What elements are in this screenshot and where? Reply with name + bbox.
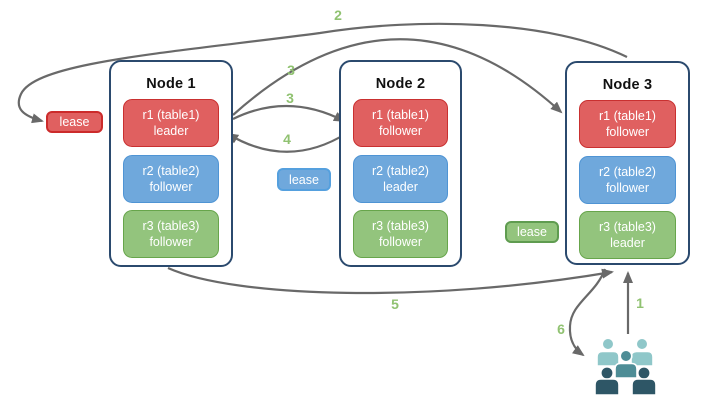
step-label-6: 6 xyxy=(557,321,565,337)
node-2-title: Node 2 xyxy=(375,76,426,92)
replica-role: follower xyxy=(605,181,650,195)
node-3-replica-r2: r2 (table2) follower xyxy=(579,156,676,204)
step-label-3a: 3 xyxy=(287,62,295,78)
replica-role: leader xyxy=(153,124,189,138)
step-label-1: 1 xyxy=(636,295,644,311)
replica-name: r3 (table3) xyxy=(142,218,200,233)
replica-name: r2 (table2) xyxy=(599,164,656,179)
step-label-4: 4 xyxy=(283,131,291,147)
node-3-replica-r3: r3 (table3) leader xyxy=(579,211,676,259)
replica-name: r1 (table1) xyxy=(599,108,656,123)
node-1-replica-r3: r3 (table3) follower xyxy=(123,210,219,258)
step-label-3b: 3 xyxy=(286,90,294,106)
replica-role: follower xyxy=(605,125,650,139)
node-2-replica-r3: r3 (table3) follower xyxy=(353,210,448,258)
arrow-step-6 xyxy=(568,268,607,357)
node-2-replica-r2: r2 (table2) leader xyxy=(353,155,448,203)
replica-role: follower xyxy=(378,124,423,138)
node-3-replica-r1: r1 (table1) follower xyxy=(579,100,676,148)
node-1: Node 1 r1 (table1) leader r2 (table2) fo… xyxy=(109,60,233,267)
node-1-title: Node 1 xyxy=(146,76,196,92)
replica-name: r1 (table1) xyxy=(372,107,429,122)
node-3: Node 3 r1 (table1) follower r2 (table2) … xyxy=(565,61,690,265)
node-2-replica-r1: r1 (table1) follower xyxy=(353,99,448,147)
replica-name: r1 (table1) xyxy=(142,107,200,122)
step-label-5: 5 xyxy=(391,296,399,312)
step-label-2: 2 xyxy=(334,7,342,23)
replica-name: r2 (table2) xyxy=(372,163,429,178)
replica-role: leader xyxy=(610,236,645,250)
replica-role: follower xyxy=(149,180,193,194)
replica-role: follower xyxy=(149,235,193,249)
replica-name: r3 (table3) xyxy=(599,219,656,234)
replica-name: r2 (table2) xyxy=(142,163,200,178)
users-group-icon xyxy=(594,337,657,396)
node-1-replica-r1: r1 (table1) leader xyxy=(123,99,219,147)
node-1-replica-r2: r2 (table2) follower xyxy=(123,155,219,203)
lease-chip-blue: lease xyxy=(277,168,331,191)
node-2: Node 2 r1 (table1) follower r2 (table2) … xyxy=(339,60,462,267)
replica-role: follower xyxy=(378,235,423,249)
replica-role: leader xyxy=(383,180,418,194)
arrow-step-3-to-node2 xyxy=(232,104,346,122)
replica-name: r3 (table3) xyxy=(372,218,429,233)
arrow-step-5 xyxy=(167,266,614,295)
lease-chip-red: lease xyxy=(46,111,103,133)
node-3-title: Node 3 xyxy=(602,77,653,93)
lease-chip-green: lease xyxy=(505,221,559,243)
